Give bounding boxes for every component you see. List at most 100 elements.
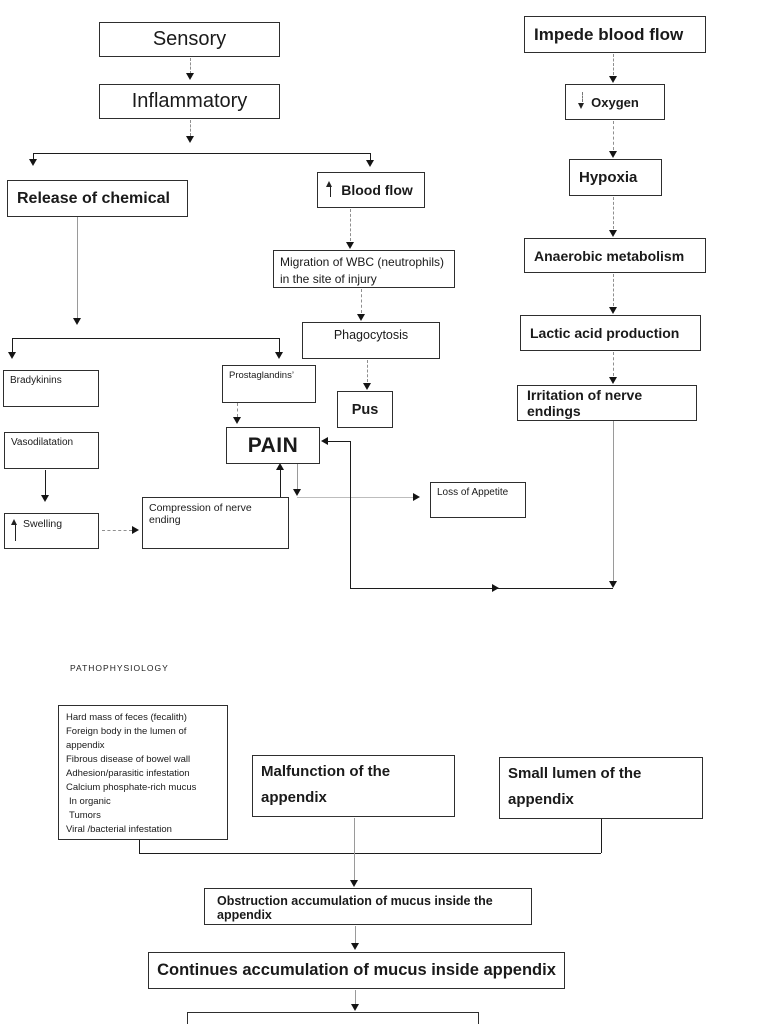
arrowhead-lactic-irritation	[609, 377, 617, 384]
connector-pain-down	[297, 464, 298, 489]
branch-line-inflammatory	[33, 153, 370, 154]
connector-hypoxia-anaerobic	[613, 197, 614, 229]
node-release-of-chemical-label: Release of chemical	[17, 189, 170, 207]
arrowhead-impede-oxygen	[609, 76, 617, 83]
node-causes-list: Hard mass of feces (fecalith) Foreign bo…	[58, 705, 228, 840]
connector-malfunction-obstruction	[354, 818, 355, 880]
node-small-lumen-appendix: Small lumen of the appendix	[499, 757, 703, 819]
connector-vasodilatation-swelling	[45, 470, 46, 496]
connector-anaerobic-lactic	[613, 274, 614, 306]
arrowhead-into-pain	[321, 437, 328, 445]
node-continues-mucus-label: Continues accumulation of mucus inside a…	[157, 961, 556, 979]
node-pain-label: PAIN	[247, 433, 299, 457]
arrowhead-anaerobic-lactic	[609, 307, 617, 314]
node-phagocytosis-label: Phagocytosis	[333, 328, 409, 342]
node-anaerobic-metabolism-label: Anaerobic metabolism	[534, 247, 685, 264]
connector-pain-route-vertical	[350, 441, 351, 588]
connector-pain-lossappetite	[297, 497, 414, 498]
arrowhead-prostaglandins-pain	[233, 417, 241, 424]
node-compression-nerve-label: Compression of nerve ending	[149, 502, 252, 526]
connector-bottom-route	[350, 588, 613, 589]
node-impede-blood-flow: Impede blood flow	[524, 16, 706, 53]
node-small-lumen-appendix-label: Small lumen of the appendix	[508, 765, 642, 808]
node-migration-wbc-label: Migration of WBC (neutrophils) in the si…	[280, 255, 445, 287]
connector-impede-oxygen	[613, 54, 614, 75]
node-prostaglandins: Prostaglandins’	[222, 365, 316, 403]
causes-line: Fibrous disease of bowel wall	[66, 754, 191, 765]
arrowhead-release-branch2	[73, 318, 81, 325]
arrowhead-compression-pain	[276, 463, 284, 470]
branch2-drop-left	[12, 338, 13, 352]
arrowhead-release-of-chemical	[29, 159, 37, 166]
connector-obstruction-continues	[355, 926, 356, 943]
connector-causes-elbow-left	[139, 840, 140, 853]
node-loss-of-appetite: Loss of Appetite	[430, 482, 526, 518]
node-vasodilatation-label: Vasodilatation	[11, 437, 74, 448]
arrowhead-sensory-inflammatory	[186, 73, 194, 80]
node-vasodilatation: Vasodilatation	[4, 432, 99, 469]
arrowhead-bradykinins	[8, 352, 16, 359]
node-bradykinins: Bradykinins	[3, 370, 99, 407]
node-continues-mucus: Continues accumulation of mucus inside a…	[148, 952, 565, 989]
connector-migration-phagocytosis	[361, 289, 362, 313]
arrowhead-inflammatory-branch	[186, 136, 194, 143]
node-malfunction-appendix: Malfunction of the appendix	[252, 755, 455, 817]
node-blood-flow: Blood flow	[317, 172, 425, 208]
connector-inflammatory-branch	[190, 120, 191, 136]
branch-line-chemicals	[12, 338, 280, 339]
arrowhead-loss-of-appetite	[413, 493, 420, 501]
causes-list-text: Hard mass of feces (fecalith) Foreign bo…	[66, 711, 220, 837]
arrowhead-pain-down	[293, 489, 301, 496]
node-lactic-acid-production-label: Lactic acid production	[530, 325, 680, 341]
node-impede-blood-flow-label: Impede blood flow	[534, 24, 684, 44]
node-blood-flow-label: Blood flow	[341, 182, 413, 198]
node-sensory-label: Sensory	[152, 28, 227, 50]
connector-causes-horizontal	[139, 853, 601, 854]
connector-oxygen-hypoxia	[613, 121, 614, 150]
connector-release-branch2	[77, 217, 78, 318]
node-irritation-nerve-endings: Irritation of nerve endings	[517, 385, 697, 421]
increase-arrow-icon	[11, 519, 19, 543]
node-bottom-cutoff	[187, 1012, 479, 1024]
node-compression-nerve: Compression of nerve ending	[142, 497, 289, 549]
node-inflammatory: Inflammatory	[99, 84, 280, 119]
causes-line: In organic	[69, 796, 111, 807]
causes-line: Tumors	[69, 810, 101, 821]
node-anaerobic-metabolism: Anaerobic metabolism	[524, 238, 706, 273]
connector-into-pain	[327, 441, 350, 442]
arrowhead-route-end	[609, 581, 617, 588]
increase-arrow-icon	[326, 181, 334, 199]
node-malfunction-appendix-label: Malfunction of the appendix	[261, 763, 391, 806]
connector-smalllumen-elbow	[601, 819, 602, 853]
node-irritation-nerve-endings-label: Irritation of nerve endings	[527, 387, 643, 419]
arrowhead-swelling-compression	[132, 526, 139, 534]
connector-prostaglandins-pain	[237, 403, 238, 417]
node-phagocytosis: Phagocytosis	[302, 322, 440, 359]
node-obstruction-mucus-label: Obstruction accumulation of mucus inside…	[217, 894, 493, 922]
connector-continues-next	[355, 990, 356, 1004]
arrowhead-blood-flow	[366, 160, 374, 167]
connector-irritation-down	[613, 421, 614, 581]
connector-bloodflow-migration	[350, 209, 351, 241]
node-hypoxia-label: Hypoxia	[579, 169, 638, 186]
connector-phagocytosis-pus	[367, 360, 368, 382]
node-loss-of-appetite-label: Loss of Appetite	[437, 487, 509, 498]
causes-line: Hard mass of feces (fecalith)	[66, 712, 187, 723]
connector-compression-pain	[280, 469, 281, 497]
section-title: PATHOPHYSIOLOGY	[70, 663, 169, 673]
arrowhead-oxygen-hypoxia	[609, 151, 617, 158]
connector-swelling-compression	[102, 530, 132, 531]
node-swelling-label: Swelling	[23, 518, 63, 530]
node-pain: PAIN	[226, 427, 320, 464]
arrowhead-hypoxia-anaerobic	[609, 230, 617, 237]
branch2-drop-right	[279, 338, 280, 352]
arrowhead-vasodilatation-swelling	[41, 495, 49, 502]
connector-lactic-irritation	[613, 352, 614, 376]
node-lactic-acid-production: Lactic acid production	[520, 315, 701, 351]
node-pus: Pus	[337, 391, 393, 428]
node-prostaglandins-label: Prostaglandins’	[229, 370, 294, 381]
arrowhead-migration-phagocytosis	[357, 314, 365, 321]
branch-drop-left	[33, 153, 34, 159]
node-pus-label: Pus	[351, 401, 379, 418]
